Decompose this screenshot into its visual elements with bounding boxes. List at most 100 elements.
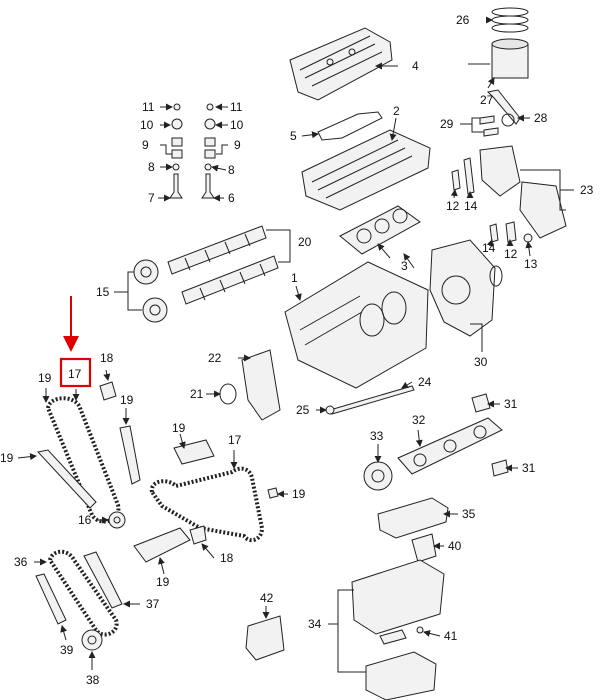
chain-tensioner-rail [133, 527, 191, 563]
drain-bolt [416, 626, 424, 634]
callout-14b: 14 [482, 241, 496, 255]
callout-19e: 19 [292, 487, 306, 501]
cam-sprockets [133, 259, 168, 323]
callout-21: 21 [190, 387, 204, 401]
stud-12-lower [505, 221, 517, 243]
callout-37: 37 [146, 597, 160, 611]
main-bearing-lower [491, 459, 509, 477]
oil-pump-sprocket [81, 629, 103, 651]
callout-31a: 31 [504, 397, 518, 411]
chain-guide-middle [173, 439, 215, 465]
water-pump-seal [219, 383, 237, 405]
timing-chain-primary [45, 396, 121, 524]
callout-23: 23 [580, 183, 594, 197]
callout-29: 29 [440, 117, 454, 131]
callout-8a: 8 [148, 160, 155, 174]
callout-28: 28 [534, 111, 548, 125]
timing-cover [429, 239, 503, 337]
stud-14-lower [489, 223, 499, 243]
oil-pump-chain [47, 549, 119, 637]
cover-gasket [317, 111, 383, 141]
oil-pan-lower [365, 651, 437, 700]
callout-30: 30 [474, 355, 488, 369]
callout-8b: 8 [228, 163, 235, 177]
oil-pan-upper [351, 559, 445, 635]
callout-18a: 18 [100, 351, 114, 365]
crank-pulley [363, 461, 393, 491]
oil-pickup [411, 533, 437, 563]
nut-13 [523, 233, 533, 243]
callout-20: 20 [298, 235, 312, 249]
callout-3: 3 [401, 259, 408, 273]
chain-guide-right [119, 425, 141, 485]
cylinder-head-cover [289, 27, 393, 101]
crank-sprocket-upper [108, 511, 126, 529]
oil-level-module [245, 615, 285, 661]
bolt-19 [267, 487, 279, 499]
callout-12a: 12 [446, 199, 460, 213]
callout-19c: 19 [120, 393, 134, 407]
water-pump-housing [241, 349, 281, 421]
callout-19d: 19 [172, 421, 186, 435]
tensioner-18 [189, 525, 207, 545]
main-bearing-upper [471, 393, 491, 413]
oil-pump-tensioner [35, 573, 67, 625]
callout-13: 13 [524, 257, 538, 271]
pan-plug [379, 629, 407, 645]
crankshaft [397, 417, 503, 475]
callout-9b: 9 [234, 138, 241, 152]
callout-9a: 9 [142, 138, 149, 152]
stud-12-upper [451, 169, 461, 191]
timing-chain-secondary [149, 466, 265, 543]
callout-36: 36 [14, 555, 28, 569]
rod-bearings [479, 115, 499, 137]
oil-pump [377, 497, 449, 539]
callout-7: 7 [148, 191, 155, 205]
callout-40: 40 [448, 539, 462, 553]
callout-24: 24 [418, 375, 432, 389]
callout-17a: 17 [68, 367, 82, 381]
callout-39: 39 [60, 643, 74, 657]
piston-rings [491, 7, 529, 33]
callout-25: 25 [296, 403, 310, 417]
callout-2: 2 [393, 104, 400, 118]
piston [468, 38, 529, 79]
callout-42: 42 [260, 591, 274, 605]
callout-12b: 12 [504, 247, 518, 261]
callout-19b: 19 [0, 451, 14, 465]
callout-1: 1 [291, 271, 298, 285]
callout-10b: 10 [230, 118, 244, 132]
callout-19a: 19 [38, 371, 52, 385]
oil-pump-guide [83, 551, 123, 609]
callout-31b: 31 [522, 461, 536, 475]
callout-35: 35 [462, 507, 476, 521]
callout-11a: 11 [142, 100, 155, 114]
callout-labels: 1 2 3 4 5 6 7 8 8 9 9 10 10 11 11 12 12 … [0, 13, 594, 687]
callout-17b: 17 [228, 433, 242, 447]
callout-26: 26 [456, 13, 470, 27]
callout-15: 15 [96, 285, 110, 299]
callout-32: 32 [412, 413, 426, 427]
callout-11b: 11 [230, 100, 243, 114]
callout-33: 33 [370, 429, 384, 443]
callout-38: 38 [86, 673, 100, 687]
valve-components-left [169, 103, 183, 199]
callout-18b: 18 [220, 551, 234, 565]
sensor-25 [325, 405, 335, 415]
callout-10a: 10 [140, 118, 154, 132]
callout-19f: 19 [156, 575, 170, 589]
callout-5: 5 [290, 129, 297, 143]
dipstick-tube [329, 385, 415, 415]
chain-tensioner-small [99, 381, 117, 401]
valve-components-right [201, 103, 216, 199]
callout-27: 27 [480, 93, 494, 107]
highlight-box [59, 357, 92, 388]
chain-guide-left [37, 449, 97, 509]
callout-6: 6 [228, 191, 235, 205]
camshafts [167, 225, 279, 305]
stud-14-upper [463, 157, 475, 195]
engine-block [284, 261, 429, 389]
side-covers [479, 145, 567, 239]
callout-16: 16 [78, 513, 92, 527]
